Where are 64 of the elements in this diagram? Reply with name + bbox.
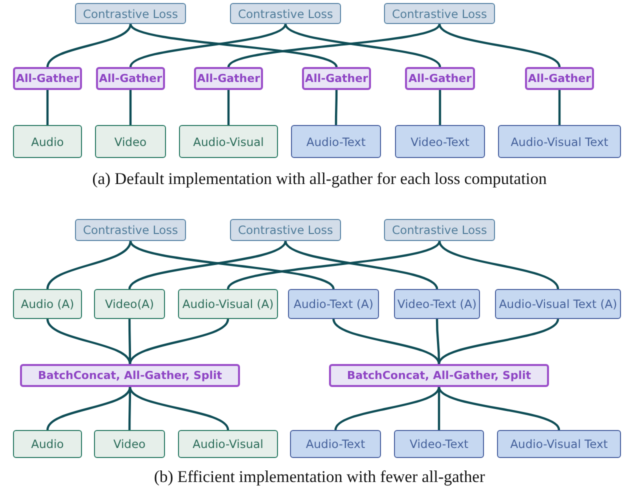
loss-box: Contrastive Loss bbox=[230, 219, 341, 241]
connector-line bbox=[284, 23, 441, 68]
connector-line bbox=[227, 240, 440, 290]
connector-line bbox=[332, 318, 440, 364]
loss-box: Contrastive Loss bbox=[230, 3, 341, 24]
connector-line bbox=[438, 386, 560, 430]
connector-line bbox=[228, 23, 440, 68]
loss-box: Contrastive Loss bbox=[384, 3, 495, 24]
connector-line bbox=[46, 24, 132, 68]
connector-line bbox=[46, 90, 49, 125]
connector-line bbox=[128, 240, 286, 290]
modality-box: Audio-Text bbox=[290, 430, 381, 458]
all-gather-box: All-Gather bbox=[13, 67, 82, 90]
loss-box: Contrastive Loss bbox=[75, 219, 186, 241]
all-gather-box: All-Gather bbox=[525, 67, 594, 90]
figure-caption: (a) Default implementation with all-gather for each loss computation bbox=[91, 169, 548, 189]
connector-line bbox=[227, 90, 230, 125]
connector-line bbox=[436, 319, 440, 364]
connector-line bbox=[334, 386, 440, 430]
connector-line bbox=[438, 240, 560, 290]
modality-box: Audio-Visual Text bbox=[497, 430, 621, 458]
all-gather-box: All-Gather bbox=[405, 67, 475, 90]
modality-box: Audio-Visual bbox=[179, 125, 278, 158]
connector-line bbox=[128, 386, 230, 430]
figure-caption: (b) Efficient implementation with fewer all-gather bbox=[153, 467, 486, 487]
connector-line bbox=[130, 23, 286, 68]
all-gather-box: All-Gather bbox=[302, 67, 371, 90]
modality-box: Video-Text (A) bbox=[394, 289, 480, 319]
connector-line bbox=[438, 318, 559, 364]
connector-line bbox=[284, 240, 438, 290]
modality-box: Video-Text bbox=[395, 125, 485, 158]
modality-box: Audio-Visual Text bbox=[498, 125, 621, 158]
loss-box: Contrastive Loss bbox=[75, 3, 186, 24]
connector-line bbox=[438, 90, 442, 125]
operation-box: BatchConcat, All-Gather, Split bbox=[20, 364, 240, 387]
modality-box: Audio-Visual Text (A) bbox=[495, 289, 621, 319]
modality-box: Video bbox=[94, 430, 165, 458]
connector-line bbox=[46, 240, 132, 290]
modality-box: Video(A) bbox=[94, 289, 165, 319]
connector-line bbox=[438, 387, 440, 430]
modality-box: Video bbox=[95, 125, 166, 158]
all-gather-box: All-Gather bbox=[194, 67, 263, 90]
connector-line bbox=[128, 318, 230, 364]
connector-line bbox=[128, 387, 132, 430]
modality-box: Audio bbox=[13, 125, 82, 158]
connector-line bbox=[130, 240, 334, 290]
modality-box: Audio-Visual (A) bbox=[178, 289, 278, 319]
connector-line bbox=[128, 319, 132, 364]
modality-box: Audio (A) bbox=[13, 289, 82, 319]
modality-box: Audio-Text (A) bbox=[288, 289, 379, 319]
connector-line bbox=[46, 386, 132, 430]
modality-box: Audio-Text bbox=[291, 125, 381, 158]
modality-box: Audio-Visual bbox=[178, 430, 278, 458]
connector-line bbox=[438, 24, 560, 68]
modality-box: Video-Text bbox=[394, 430, 484, 458]
loss-box: Contrastive Loss bbox=[384, 219, 495, 241]
connector-line bbox=[129, 90, 132, 125]
connector-line bbox=[130, 23, 338, 68]
modality-box: Audio bbox=[13, 430, 82, 458]
connector-line bbox=[334, 90, 338, 125]
operation-box: BatchConcat, All-Gather, Split bbox=[329, 364, 549, 387]
connector-line bbox=[558, 90, 561, 125]
all-gather-box: All-Gather bbox=[96, 67, 165, 90]
connector-line bbox=[46, 318, 132, 364]
